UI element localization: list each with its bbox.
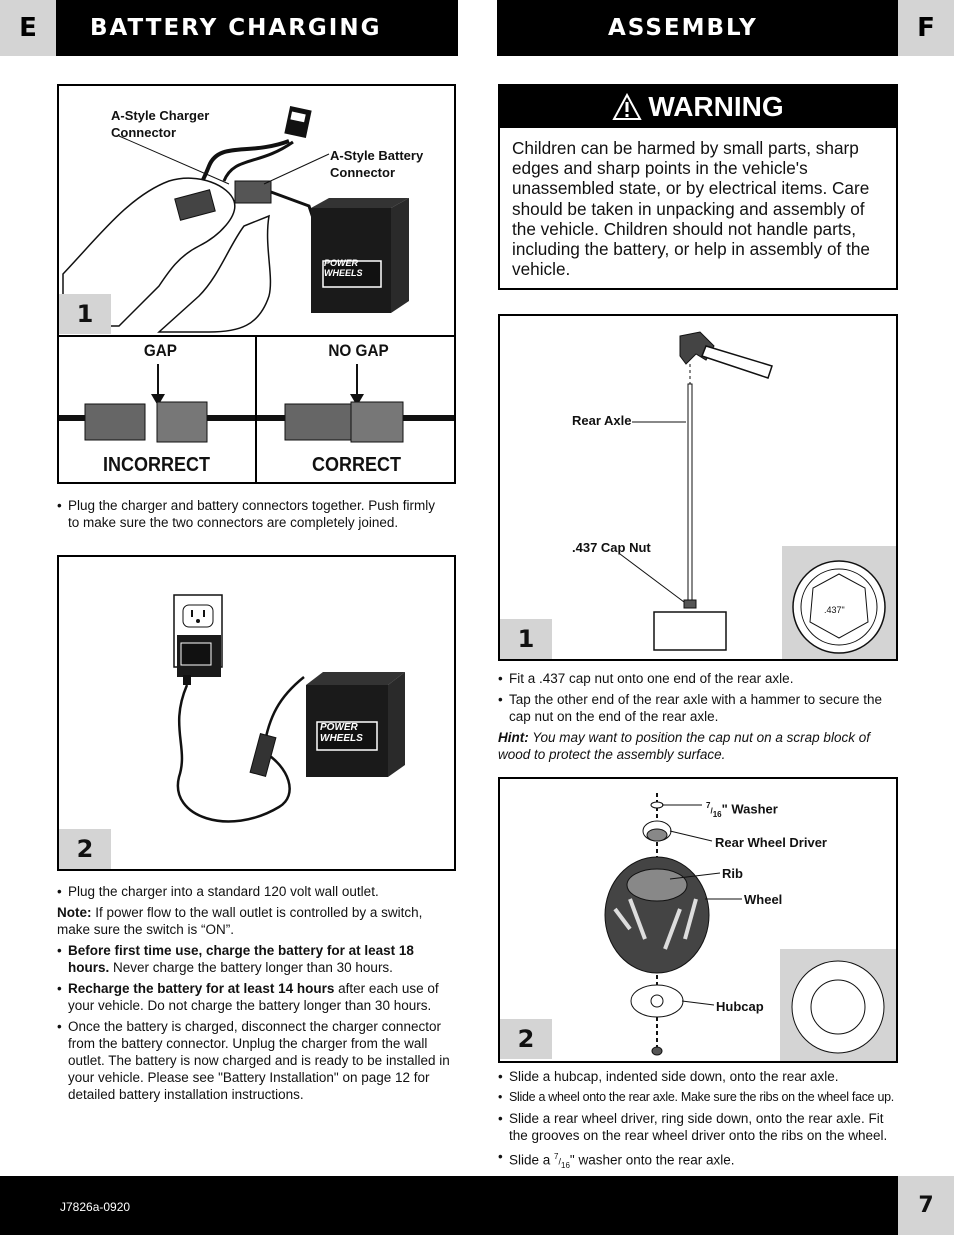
washer-label: 7/16" Washer: [706, 801, 778, 819]
instruction-fit-cap-nut: Fit a .437 cap nut onto one end of the r…: [498, 670, 898, 687]
battery-figure-1: POWER WHEELS A-Style Charger Connector A…: [57, 84, 456, 484]
washer-instruction-numerator: 7: [554, 1152, 559, 1161]
washer-instruction-denominator: 16: [561, 1161, 570, 1171]
charger-connector-label: A-Style Charger Connector: [111, 107, 209, 141]
assembly-title: ASSEMBLY: [608, 15, 758, 41]
note-text: If power flow to the wall outlet is cont…: [57, 905, 423, 937]
connector-comparison: [59, 364, 454, 443]
washer-instruction-post: " washer onto the rear axle.: [569, 1152, 735, 1168]
section-tab-f: F: [898, 0, 954, 56]
first-charge-rest: Never charge the battery longer than 30 …: [109, 960, 393, 975]
washer-label-text: " Washer: [721, 801, 778, 817]
footer-bar: [0, 1176, 954, 1235]
recharge-rest: after each use of your vehicle. Do not c…: [68, 981, 439, 1013]
hint-label: Hint:: [498, 730, 529, 745]
instruction-slide-washer: Slide a 7/16" washer onto the rear axle.: [498, 1148, 900, 1174]
first-charge-bold: Before first time use, charge the batter…: [68, 943, 414, 975]
brand-line-1: POWER: [324, 258, 359, 268]
rear-wheel-driver-label: Rear Wheel Driver: [715, 835, 827, 850]
connector-illustration: [62, 106, 409, 333]
wheel-label: Wheel: [744, 892, 783, 907]
battery-brand-logo: POWER WHEELS: [324, 258, 363, 278]
assembly-figure-2: 7/16" Washer Rear Wheel Driver Rib Wheel…: [498, 777, 898, 1063]
instruction-disconnect: Once the battery is charged, disconnect …: [57, 1018, 457, 1103]
incorrect-label: INCORRECT: [103, 454, 211, 476]
warning-text: Children can be harmed by small parts, s…: [512, 138, 870, 280]
washer-fraction-numerator: 7: [706, 801, 711, 810]
brand-line-2: WHEELS: [320, 733, 363, 744]
battery-brand-logo: POWER WHEELS: [320, 722, 363, 744]
charger-connector-label-line2: Connector: [111, 125, 176, 140]
rib-label: Rib: [722, 866, 743, 881]
hubcap-label: Hubcap: [716, 999, 764, 1014]
warning-header: WARNING: [500, 86, 896, 128]
warning-triangle-icon: [612, 93, 643, 120]
assembly-figure-2-instructions: Slide a hubcap, indented side down, onto…: [498, 1068, 900, 1178]
step-number-badge: 2: [59, 829, 111, 869]
step-number-badge: 2: [500, 1019, 552, 1059]
hint-text: You may want to position the cap nut on …: [498, 730, 870, 762]
instruction-recharge: Recharge the battery for at least 14 hou…: [57, 980, 457, 1014]
wheel-assembly-illustration: [604, 793, 896, 1061]
wall-outlet-charging-illustration: [173, 594, 405, 823]
recharge-bold: Recharge the battery for at least 14 hou…: [68, 981, 335, 996]
no-gap-label: NO GAP: [328, 341, 389, 360]
battery-connector-label-line1: A-Style Battery: [330, 148, 424, 163]
step-number-badge: 1: [59, 294, 111, 334]
washer-instruction-pre: Slide a: [509, 1152, 555, 1168]
cap-nut-size-label: .437": [824, 605, 845, 615]
instruction-plug-charger: Plug the charger into a standard 120 vol…: [57, 883, 457, 900]
figure-divider-vertical: [255, 335, 257, 482]
charger-connector-label-line1: A-Style Charger: [111, 108, 210, 123]
rear-axle-label: Rear Axle: [572, 413, 632, 428]
correct-label: CORRECT: [312, 454, 402, 476]
cap-nut-label: .437 Cap Nut: [572, 540, 651, 555]
battery-charging-title: BATTERY CHARGING: [90, 15, 382, 41]
step-number-badge: 1: [500, 619, 552, 659]
battery-connector-label-line2: Connector: [330, 165, 395, 180]
figure-2-instructions: Plug the charger into a standard 120 vol…: [57, 883, 457, 1107]
header-bar-right: [497, 0, 898, 56]
washer-fraction-denominator: 16: [712, 809, 722, 819]
warning-box: WARNING Children can be harmed by small …: [498, 84, 898, 290]
instruction-slide-driver: Slide a rear wheel driver, ring side dow…: [498, 1110, 900, 1144]
section-tab-e: E: [0, 0, 56, 56]
warning-title: WARNING: [648, 91, 784, 122]
document-code: J7826a-0920: [60, 1200, 131, 1214]
figure-1-instructions: Plug the charger and battery connectors …: [57, 497, 447, 535]
instruction-slide-wheel: Slide a wheel onto the rear axle. Make s…: [498, 1089, 900, 1106]
header-bar-left: [56, 0, 458, 56]
page-number: 7: [898, 1176, 954, 1235]
instruction-connect: Plug the charger and battery connectors …: [57, 497, 447, 531]
hint-paragraph: Hint: You may want to position the cap n…: [498, 729, 898, 763]
battery-figure-2: POWER WHEELS 2: [57, 555, 456, 871]
battery-connector-label: A-Style Battery Connector: [330, 147, 423, 181]
note-label: Note:: [57, 905, 92, 920]
axle-cap-nut-illustration: [619, 331, 896, 659]
assembly-figure-1-instructions: Fit a .437 cap nut onto one end of the r…: [498, 670, 898, 767]
brand-line-1: POWER: [320, 722, 358, 733]
instruction-first-charge: Before first time use, charge the batter…: [57, 942, 457, 976]
gap-label: GAP: [143, 341, 178, 360]
note-paragraph: Note: If power flow to the wall outlet i…: [57, 904, 457, 938]
brand-line-2: WHEELS: [324, 268, 363, 278]
instruction-slide-hubcap: Slide a hubcap, indented side down, onto…: [498, 1068, 900, 1085]
assembly-figure-1: Rear Axle .437 Cap Nut .437" 1: [498, 314, 898, 661]
instruction-tap-axle: Tap the other end of the rear axle with …: [498, 691, 898, 725]
